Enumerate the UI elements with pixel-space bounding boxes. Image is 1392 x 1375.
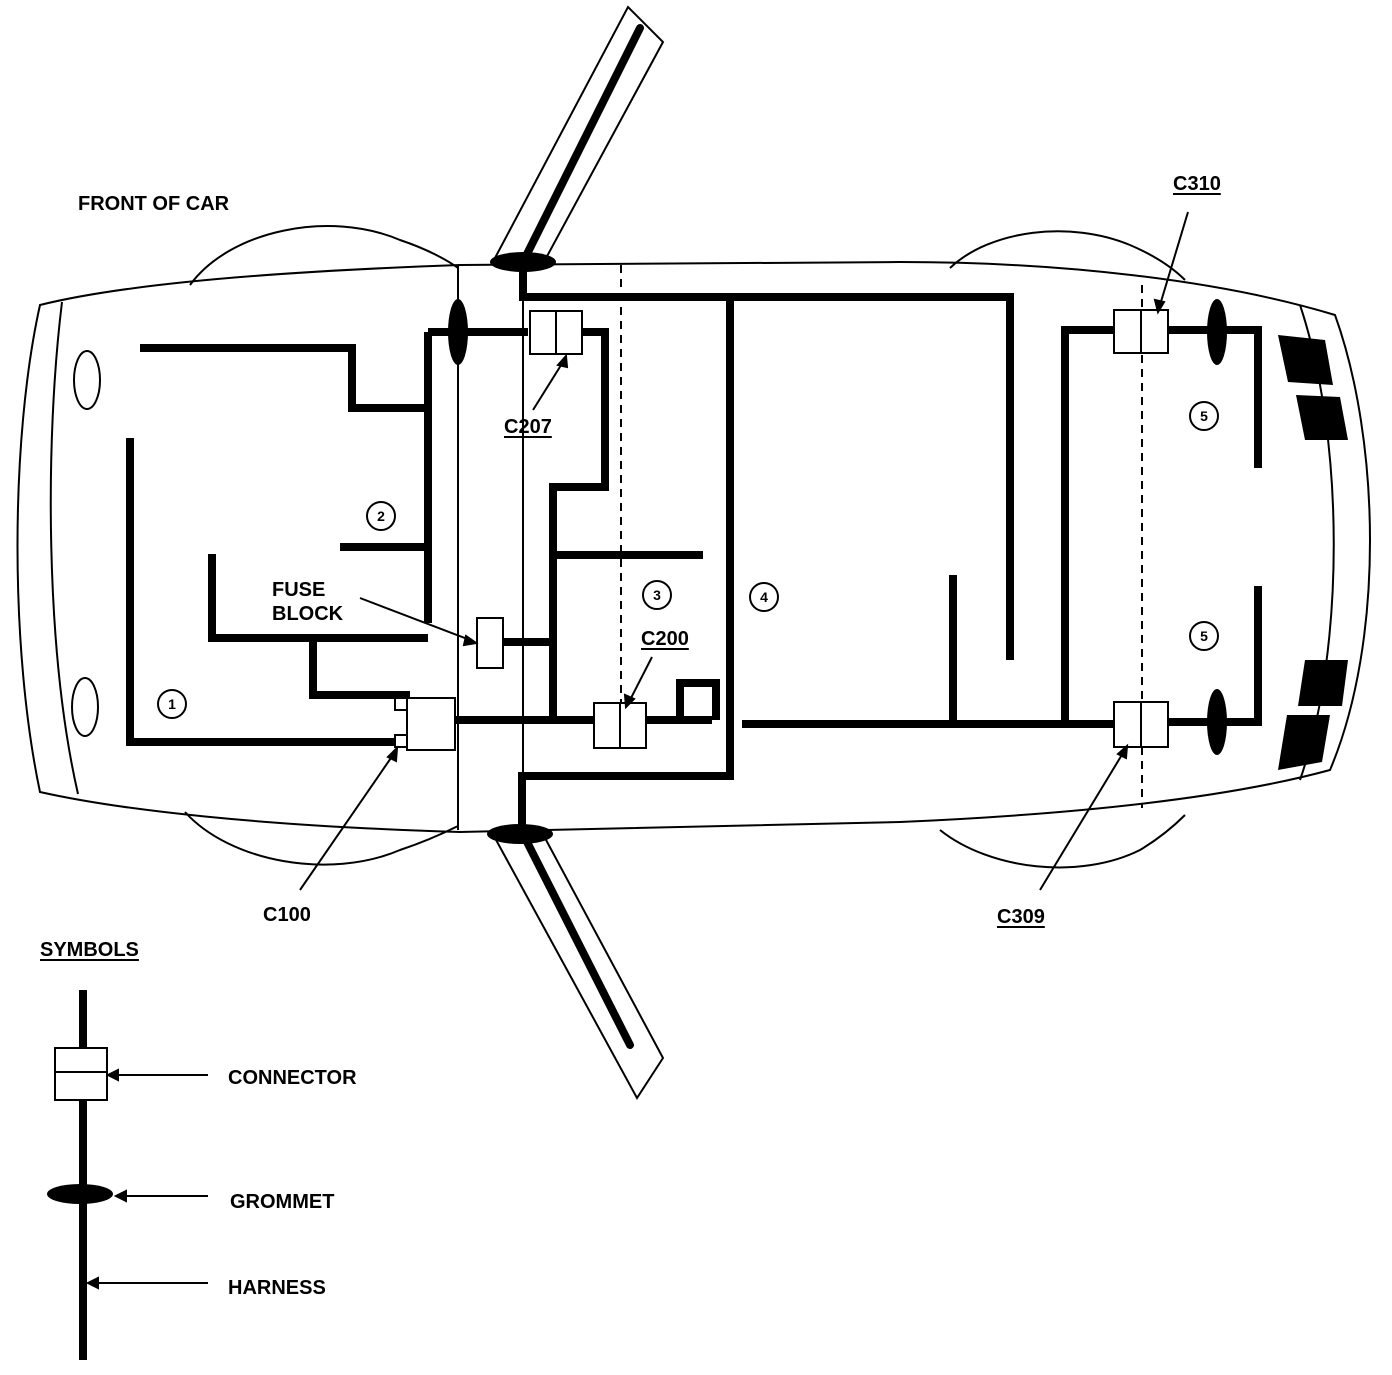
left-door <box>493 5 665 262</box>
grommet-firewall <box>448 299 468 365</box>
zone-marker-4: 4 <box>749 582 779 612</box>
zone-marker-2: 2 <box>366 501 396 531</box>
legend-harness-label: HARNESS <box>228 1277 326 1299</box>
c207-label: C207 <box>504 416 552 438</box>
headlight-left <box>73 350 101 410</box>
front-of-car-label: FRONT OF CAR <box>78 193 230 215</box>
fuse-block-label-line1: FUSE <box>272 579 326 601</box>
car-body <box>16 260 1371 834</box>
c309-label: C309 <box>997 906 1045 928</box>
front-bumper-line <box>49 301 79 795</box>
zone-marker-1: 1 <box>157 689 187 719</box>
zone-marker-5-top: 5 <box>1189 401 1219 431</box>
fuse-block-label-line2: BLOCK <box>272 603 344 625</box>
harness-lines <box>126 268 1262 830</box>
grommet-rear-top <box>1207 299 1227 365</box>
connector-c100-main <box>406 697 456 751</box>
grommet-rear-bottom <box>1207 689 1227 755</box>
legend-connector-symbol <box>54 1047 108 1101</box>
right-door <box>493 837 665 1100</box>
legend-grommet-label: GROMMET <box>230 1191 335 1213</box>
headlight-right <box>71 677 99 737</box>
grommet-right-door <box>487 824 553 844</box>
front-left-wheel <box>189 225 459 286</box>
c200-label: C200 <box>641 628 689 650</box>
c100-label: C100 <box>263 904 311 926</box>
fuse-block <box>476 617 504 669</box>
zone-marker-5-bottom: 5 <box>1189 621 1219 651</box>
rear-left-wheel <box>949 230 1186 281</box>
legend-title: SYMBOLS <box>40 939 139 961</box>
legend-graphics <box>47 990 208 1360</box>
front-right-wheel <box>184 811 459 866</box>
c310-label: C310 <box>1173 173 1221 195</box>
legend-connector-label: CONNECTOR <box>228 1067 357 1089</box>
grommet-left-door <box>490 252 556 272</box>
legend-grommet-symbol <box>47 1184 113 1204</box>
rear-right-wheel <box>939 814 1186 869</box>
zone-marker-3: 3 <box>642 580 672 610</box>
